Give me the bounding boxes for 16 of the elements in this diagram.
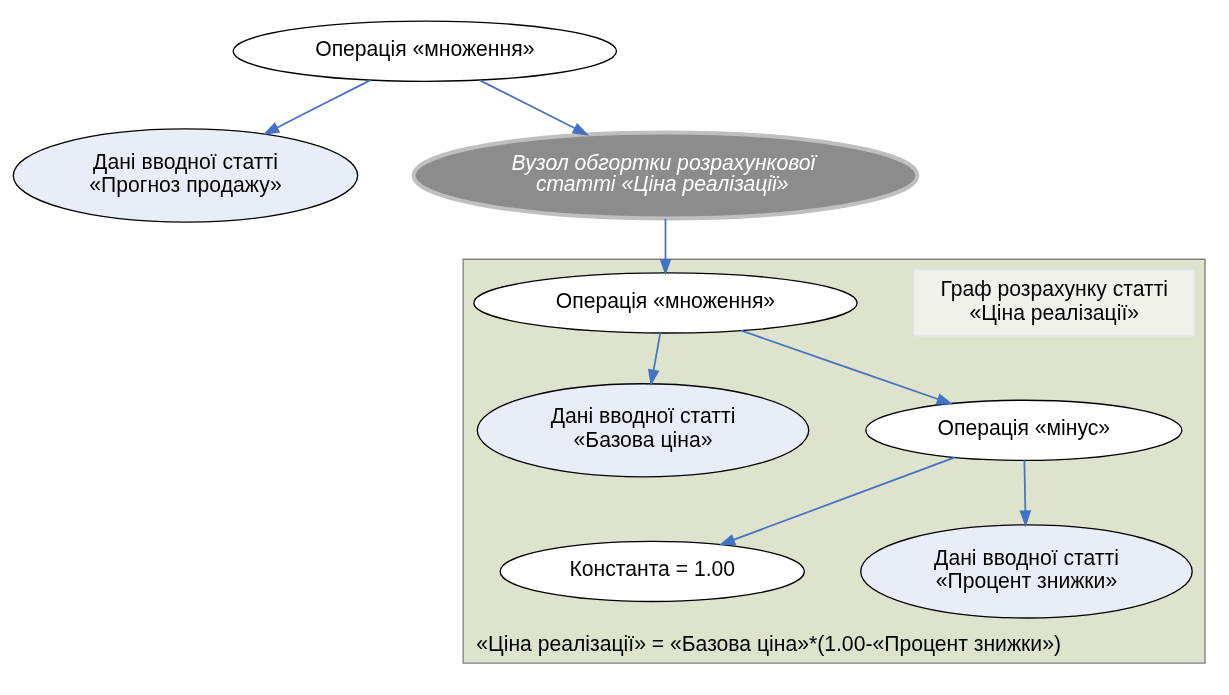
node-ellipse: Дані вводної статті «Прогноз продажу» bbox=[12, 128, 359, 223]
node-ellipse: Дані вводної статті «Базова ціна» bbox=[476, 383, 810, 478]
arrow bbox=[262, 79, 372, 135]
node-box: Граф розрахунку статті «Ціна реалізації» bbox=[913, 269, 1196, 337]
arrow bbox=[1019, 459, 1032, 528]
node-ellipse: Дані вводної статті «Процент знижки» bbox=[860, 524, 1193, 619]
arrow bbox=[740, 329, 954, 405]
node-ellipse: Вузол обгортки розрахункової статті «Ціна реалізації» bbox=[411, 130, 920, 221]
arrow bbox=[718, 456, 956, 546]
node-ellipse: Операція «множення» bbox=[232, 20, 618, 82]
arrow bbox=[647, 332, 662, 387]
node-ellipse: Операція «мінус» bbox=[865, 399, 1183, 462]
node-ellipse: Операція «множення» bbox=[473, 272, 858, 334]
node-ellipse: Константа = 1.00 bbox=[499, 540, 805, 603]
arrow bbox=[659, 217, 672, 276]
arrow bbox=[478, 79, 590, 136]
